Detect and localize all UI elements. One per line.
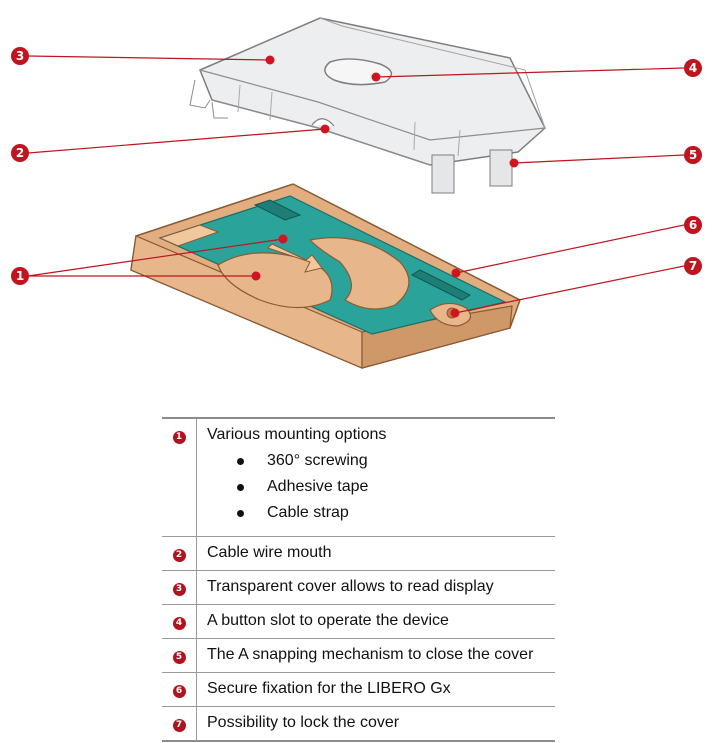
legend-number-badge: 6	[172, 685, 186, 698]
leader-lines	[27, 55, 685, 314]
legend-text: Cable wire mouth	[196, 536, 555, 571]
leader-dots	[251, 55, 519, 318]
legend-number-badge: 3	[172, 583, 186, 596]
legend-text: Various mounting options	[207, 426, 387, 443]
svg-text:6: 6	[689, 218, 697, 232]
legend-number-badge: 1	[172, 431, 186, 444]
base-plate	[130, 183, 521, 369]
list-item: 360° screwing	[237, 451, 555, 471]
callout-6: 6	[684, 216, 702, 234]
legend-row-4: 4 A button slot to operate the device	[162, 604, 555, 639]
svg-text:5: 5	[689, 148, 697, 162]
list-item: Cable strap	[237, 503, 555, 523]
legend-row-6: 6 Secure fixation for the LIBERO Gx	[162, 672, 555, 707]
callout-7: 7	[684, 257, 702, 275]
svg-text:7: 7	[689, 259, 697, 273]
legend-row-1: 1 Various mounting options 360° screwing…	[162, 417, 555, 537]
callout-1: 1	[11, 267, 29, 285]
legend-text: Possibility to lock the cover	[196, 706, 555, 742]
callout-4: 4	[684, 59, 702, 77]
legend-number-badge: 4	[172, 617, 186, 630]
legend-row-3: 3 Transparent cover allows to read displ…	[162, 570, 555, 605]
legend-number-badge: 2	[172, 549, 186, 562]
callout-3: 3	[11, 47, 29, 65]
mounting-options-list: 360° screwing Adhesive tape Cable strap	[207, 451, 555, 523]
svg-text:1: 1	[16, 269, 24, 283]
legend-number-badge: 5	[172, 651, 186, 664]
callout-2: 2	[11, 144, 29, 162]
transparent-cover	[189, 17, 546, 194]
legend-row-5: 5 The A snapping mechanism to close the …	[162, 638, 555, 673]
legend-text: Secure fixation for the LIBERO Gx	[196, 672, 555, 707]
legend-row-7: 7 Possibility to lock the cover	[162, 706, 555, 742]
svg-text:2: 2	[16, 146, 24, 160]
legend-text: A button slot to operate the device	[196, 604, 555, 639]
legend-text: Transparent cover allows to read display	[196, 570, 555, 605]
legend-number-badge: 7	[172, 719, 186, 732]
svg-text:4: 4	[689, 61, 697, 75]
legend-text: The A snapping mechanism to close the co…	[196, 638, 555, 673]
list-item: Adhesive tape	[237, 477, 555, 497]
svg-text:3: 3	[16, 49, 24, 63]
callout-5: 5	[684, 146, 702, 164]
enclosure-exploded-diagram: 1 2 3 4 5 6 7	[11, 17, 702, 369]
legend-table: 1 Various mounting options 360° screwing…	[162, 417, 555, 742]
legend-row-2: 2 Cable wire mouth	[162, 536, 555, 571]
